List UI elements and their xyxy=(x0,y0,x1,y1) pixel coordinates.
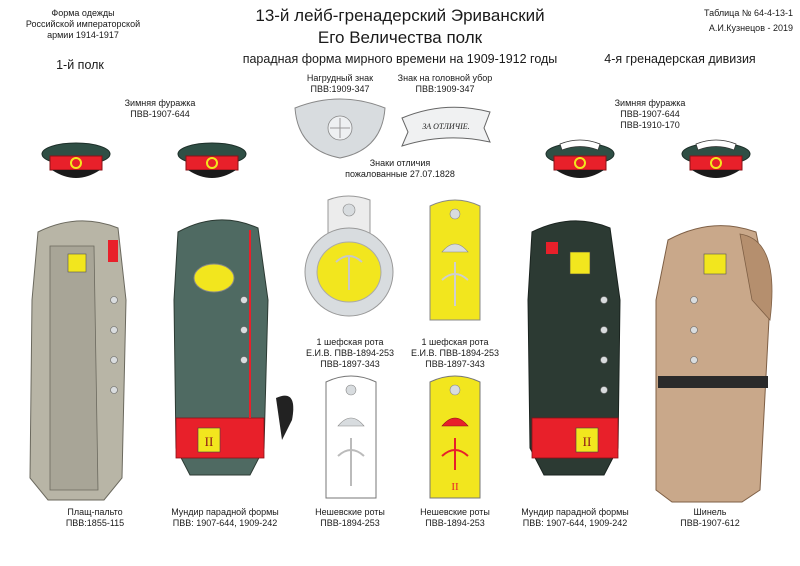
winter-cap-1 xyxy=(41,142,111,179)
series-line-3: армии 1914-1917 xyxy=(47,29,119,40)
label-line: 1 шефская рота xyxy=(316,337,384,347)
head-badge-label: Знак на головной убор ПВВ:1909-347 xyxy=(395,73,495,95)
shoulder-strap-yellow-ii xyxy=(429,375,481,499)
distinctions-label: Знаки отличия пожалованные 27.07.1828 xyxy=(330,158,470,180)
label-line: Знак на головной убор xyxy=(397,73,493,83)
caption-line: Мундир парадной формы xyxy=(521,507,629,517)
epaulette-label: 1 шефская рота Е.И.В. ПВВ-1894-253 ПВВ-1… xyxy=(295,337,405,369)
raincoat-figure xyxy=(29,220,127,501)
tunic-right-numeral: II xyxy=(583,434,592,449)
caption-line: Плащ-пальто xyxy=(67,507,123,517)
label-line: ПВВ-1910-170 xyxy=(620,119,680,130)
epaulette xyxy=(304,195,394,317)
shoulder-strap-label: 1 шефская рота Е.И.В. ПВВ-1894-253 ПВВ-1… xyxy=(400,337,510,369)
cap-left-label: Зимняя фуражка ПВВ-1907-644 xyxy=(110,98,210,120)
plate-series-block: Форма одежды Российской императорской ар… xyxy=(18,8,148,40)
caption-line: ПВВ:1855-115 xyxy=(65,517,125,528)
caption-line: Мундир парадной формы xyxy=(171,507,279,517)
label-line: Знаки отличия xyxy=(369,158,431,168)
label-line: ПВВ-1907-644 xyxy=(130,108,190,119)
label-line: Зимняя фуражка xyxy=(124,98,196,108)
dress-tunic-right-figure: II xyxy=(527,220,621,476)
caption-dress-tunic-right: Мундир парадной формы ПВВ: 1907-644, 190… xyxy=(510,507,640,529)
caption-line: ПВВ: 1907-644, 1909-242 xyxy=(522,517,628,528)
caption-line: ПВВ-1907-612 xyxy=(680,517,740,528)
winter-cap-4 xyxy=(681,139,751,179)
caption-dress-tunic-left: Мундир парадной формы ПВВ: 1907-644, 190… xyxy=(160,507,290,529)
caption-overcoat: Шинель ПВВ-1907-612 xyxy=(660,507,760,529)
label-line: Нагрудный знак xyxy=(306,73,374,83)
caption-epaulette: Нешевские роты ПВВ-1894-253 xyxy=(300,507,400,529)
label-line: ПВВ:1909-347 xyxy=(415,83,475,94)
shoulder-strap-white xyxy=(325,375,377,499)
breast-badge-label: Нагрудный знак ПВВ:1909-347 xyxy=(300,73,380,95)
caption-line: Нешевские роты xyxy=(315,507,385,517)
label-line: 1 шефская рота xyxy=(421,337,489,347)
winter-cap-2 xyxy=(177,142,247,179)
caption-line: Шинель xyxy=(693,507,727,517)
label-line: ПВВ:1909-347 xyxy=(310,83,370,94)
caption-shoulder-strap: Нешевские роты ПВВ-1894-253 xyxy=(405,507,505,529)
label-line: пожалованные 27.07.1828 xyxy=(345,168,455,179)
shoulder-strap-yellow xyxy=(429,199,481,321)
caption-line: Нешевские роты xyxy=(420,507,490,517)
label-line: ПВВ-1897-343 xyxy=(320,358,380,369)
headdress-ribbon-badge xyxy=(401,106,491,147)
strap-numeral: II xyxy=(451,481,459,493)
division: 4-я гренадерская дивизия xyxy=(604,52,756,66)
regiment-number: 1-й полк xyxy=(56,58,104,72)
author: А.И.Кузнецов - 2019 xyxy=(708,23,793,33)
breast-badge xyxy=(294,98,386,159)
winter-cap-3 xyxy=(545,139,615,179)
caption-line: ПВВ-1894-253 xyxy=(425,517,485,528)
dress-tunic-left-figure: II xyxy=(173,219,294,476)
table-number: Таблица № 64-4-13-1 xyxy=(704,8,793,18)
page-title: 13-й лейб-гренадерский Эриванский xyxy=(255,6,545,25)
overcoat-figure xyxy=(655,225,773,503)
tunic-left-numeral: II xyxy=(205,434,214,449)
label-line: ПВВ-1897-343 xyxy=(425,358,485,369)
series-line-2: Российской императорской xyxy=(25,18,141,29)
caption-raincoat: Плащ-пальто ПВВ:1855-115 xyxy=(40,507,150,529)
label-line: Е.И.В. ПВВ-1894-253 xyxy=(306,347,394,358)
label-line: ПВВ-1907-644 xyxy=(620,108,680,119)
label-line: Зимняя фуражка xyxy=(614,98,686,108)
head-badge-text: ЗА ОТЛИЧIЕ. xyxy=(422,122,469,131)
caption-line: ПВВ: 1907-644, 1909-242 xyxy=(172,517,278,528)
page-subtitle: парадная форма мирного времени на 1909-1… xyxy=(242,52,558,66)
series-line-1: Форма одежды xyxy=(51,8,115,18)
page-title-line-2: Его Величества полк xyxy=(317,28,483,47)
label-line: Е.И.В. ПВВ-1894-253 xyxy=(411,347,499,358)
cap-right-label: Зимняя фуражка ПВВ-1907-644 ПВВ-1910-170 xyxy=(600,98,700,130)
caption-line: ПВВ-1894-253 xyxy=(320,517,380,528)
